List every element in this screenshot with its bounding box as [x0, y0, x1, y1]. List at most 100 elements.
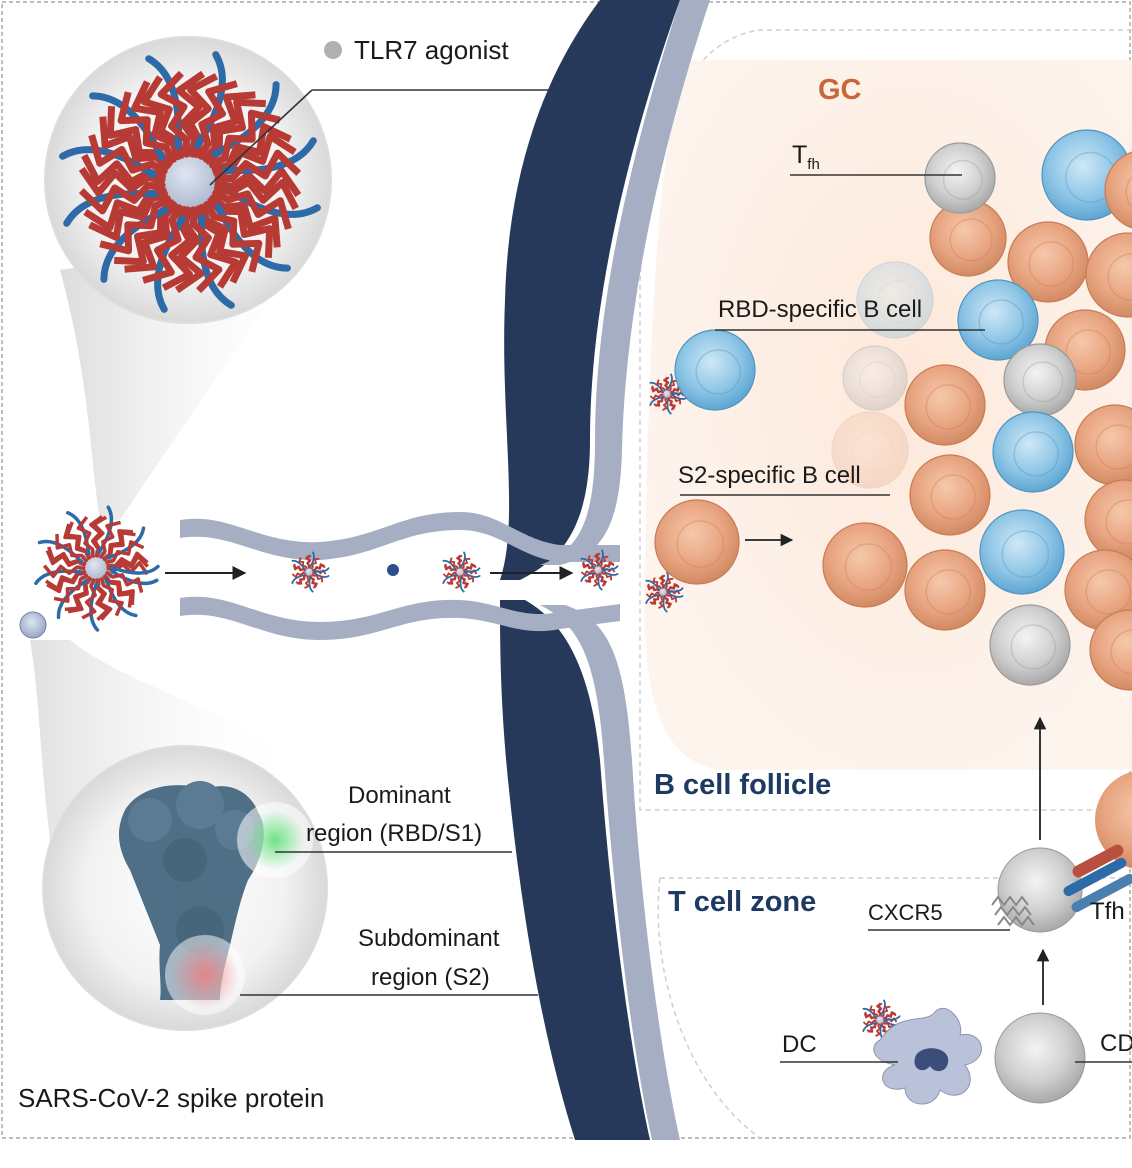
- polymer-chain-red: [78, 181, 166, 215]
- polymer-chain-blue: [663, 571, 669, 588]
- polymer-chain-red: [460, 575, 469, 589]
- nanoparticle-main: [34, 505, 160, 632]
- cell-11: [904, 364, 986, 446]
- polymer-chain-red: [875, 1023, 881, 1037]
- polymer-chain-red: [67, 576, 93, 614]
- polymer-chain-red: [117, 91, 177, 165]
- polymer-chain-red: [580, 569, 595, 576]
- cell-23: [924, 142, 996, 214]
- channel-lower: [180, 596, 620, 640]
- polymer-chain-red: [207, 109, 281, 169]
- polymer-chain-red: [99, 576, 124, 617]
- tcell-zone-boundary: [657, 877, 1132, 1139]
- cell-2-nucleus: [1125, 176, 1132, 208]
- polymer-chain-red: [124, 201, 180, 273]
- vessel-inner-wall: [540, 0, 710, 565]
- polymer-chain-blue: [291, 574, 306, 584]
- polymer-chain-red: [652, 577, 662, 590]
- polymer-chain-red: [665, 593, 678, 603]
- polymer-chain-red: [587, 555, 597, 568]
- polymer-chain-red: [309, 575, 318, 589]
- polymer-chain-red: [600, 571, 613, 581]
- polymer-chain-red: [81, 577, 97, 620]
- polymer-chain-blue: [602, 570, 619, 576]
- polymer-chain-red: [214, 149, 302, 183]
- polymer-chain-blue: [580, 557, 595, 568]
- polymer-chain-blue: [313, 567, 330, 573]
- small-nanoparticle-1: [291, 551, 330, 593]
- cell-19-nucleus: [925, 569, 971, 615]
- polymer-chain-red: [214, 167, 302, 198]
- cell-5-body: [1085, 232, 1132, 318]
- cell-18: [979, 509, 1065, 595]
- polymer-chain-red: [42, 564, 86, 579]
- cell-23-body: [924, 142, 996, 214]
- polymer-chain-red: [53, 573, 89, 603]
- polymer-chain-red: [199, 203, 249, 284]
- cell-22-body: [1089, 609, 1132, 691]
- polymer-chain-red: [102, 573, 135, 605]
- polymer-chain-red: [298, 557, 308, 570]
- polymer-chain-red: [862, 1019, 877, 1026]
- polymer-chain-blue: [291, 559, 306, 570]
- polymer-chain-red: [209, 192, 281, 248]
- polymer-chain-red: [455, 575, 461, 589]
- leader-tlr7-diag: [209, 89, 313, 186]
- cell-19: [904, 549, 986, 631]
- cell-10-body: [1003, 343, 1077, 417]
- polymer-chain-blue: [862, 1007, 877, 1018]
- cell-21: [989, 604, 1071, 686]
- cell-18-body: [979, 509, 1065, 595]
- polymer-chain-red: [213, 178, 299, 211]
- polymer-chain-blue: [459, 576, 465, 593]
- polymer-chains: [59, 51, 321, 313]
- polymer-chain-red: [461, 557, 471, 570]
- polymer-chain-red: [76, 516, 95, 558]
- small-nanoparticle-3: [580, 549, 619, 591]
- polymer-chain-red: [312, 563, 326, 572]
- polymer-chain-red: [63, 523, 91, 561]
- cell-12-body: [831, 411, 909, 489]
- polymer-chain-red: [460, 575, 468, 589]
- polymer-chain-red: [658, 595, 664, 609]
- vessel-inner-wall-lower: [540, 605, 680, 1140]
- polymer-chain-blue: [313, 572, 330, 578]
- cell-9-body: [842, 345, 908, 411]
- cell-13-nucleus: [1013, 431, 1059, 477]
- polymer-chain-red: [309, 575, 317, 589]
- cell-24: [674, 329, 756, 411]
- cell-4-nucleus: [1028, 241, 1074, 287]
- cell-5-nucleus: [1107, 253, 1132, 301]
- cell-21-body: [989, 604, 1071, 686]
- polymer-chain-red: [462, 573, 475, 583]
- subdominant-label-2: region (S2): [371, 964, 490, 991]
- cell-12-nucleus: [851, 430, 895, 474]
- polymer-chain-red: [463, 563, 477, 572]
- cell-20-nucleus: [1085, 569, 1131, 615]
- cell-24-nucleus: [695, 349, 741, 395]
- small-nanoparticle-5: [645, 571, 684, 613]
- polymer-chain-red: [106, 551, 149, 568]
- polymer-chain-blue: [667, 592, 684, 598]
- tlr7-legend-dot: [324, 41, 342, 59]
- cell-9-nucleus: [859, 361, 896, 398]
- polymer-chain-blue: [667, 587, 684, 593]
- polymer-chain-blue: [666, 398, 672, 415]
- tlr7-particle-channel: [387, 564, 399, 576]
- nanoparticle: [34, 505, 160, 632]
- lymphatic-vessel: [500, 0, 710, 1140]
- polymer-chain-blue: [580, 572, 595, 582]
- cell-13: [992, 411, 1074, 493]
- polymer-chain-red: [656, 379, 666, 392]
- cell-21-nucleus: [1010, 624, 1056, 670]
- polymer-chain-blue: [442, 574, 457, 584]
- polymer-chain-red: [442, 571, 457, 578]
- dominant-label-2: region (RBD/S1): [306, 820, 483, 847]
- cell-8-nucleus: [1065, 329, 1111, 375]
- cell-9: [842, 345, 908, 411]
- nanoparticle-zoom: [44, 36, 332, 324]
- polymer-chain-blue: [649, 381, 664, 392]
- polymer-chain-blue: [442, 559, 457, 570]
- polymer-chain-red: [46, 570, 87, 594]
- tlr7-particle-free: [19, 611, 47, 639]
